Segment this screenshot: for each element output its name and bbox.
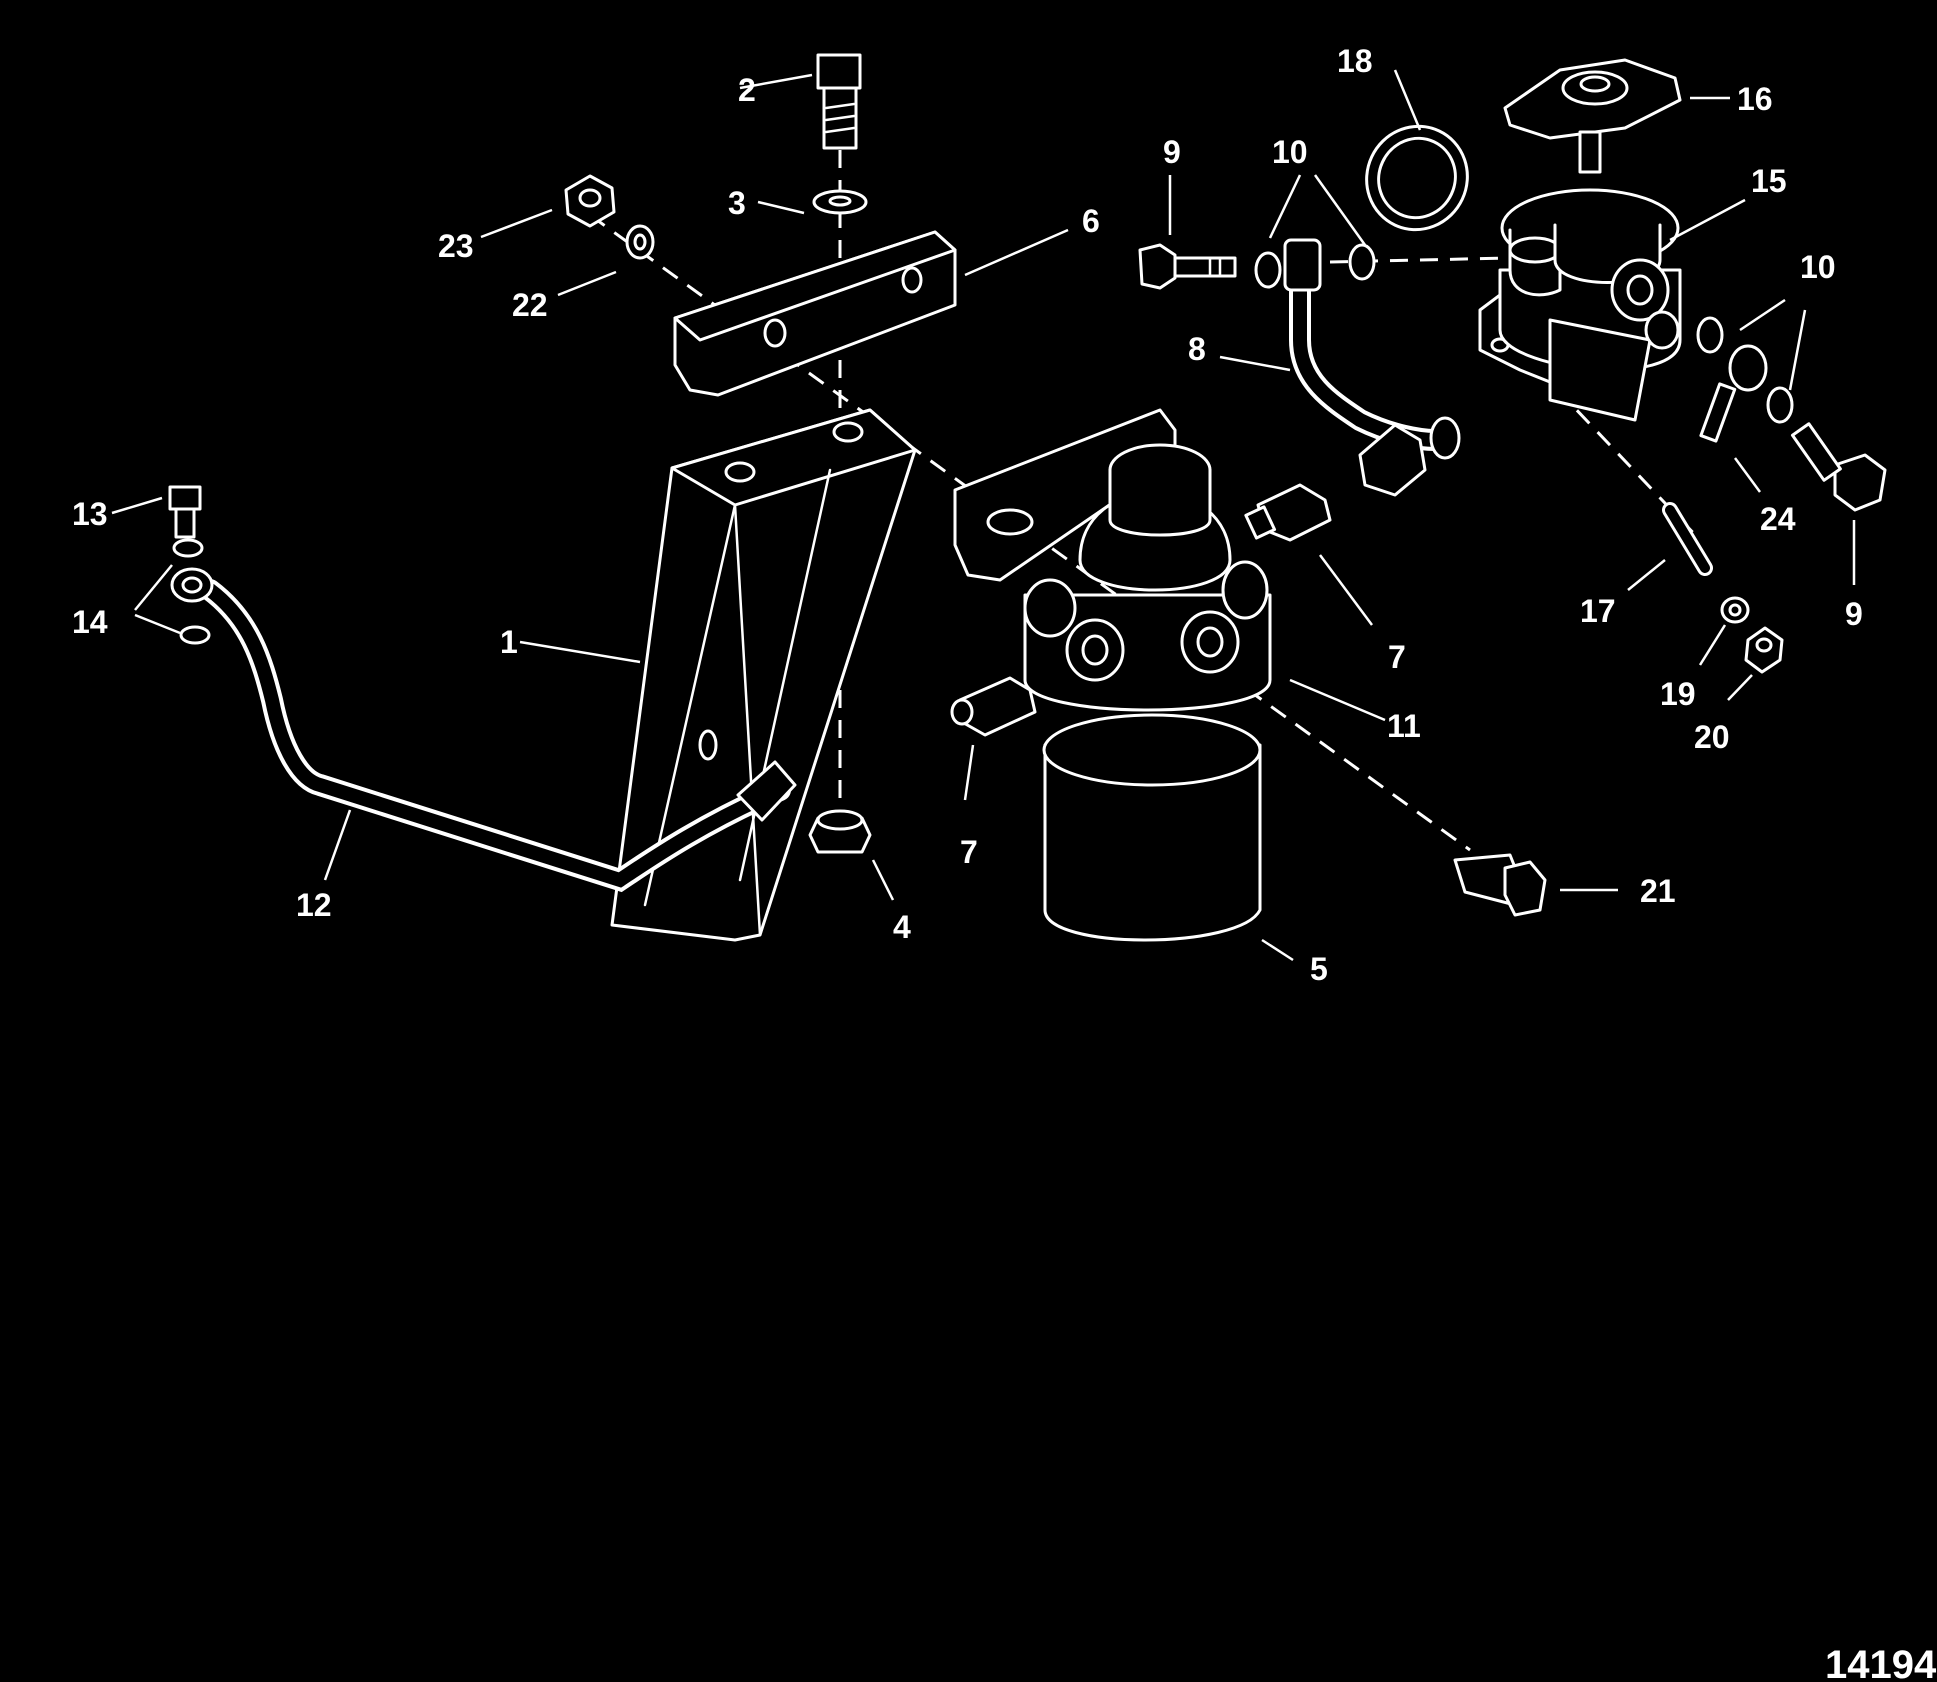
mounting-bracket: [610, 408, 917, 942]
callout-7-upper: 7: [1388, 639, 1406, 675]
callout-5: 5: [1310, 951, 1328, 987]
pump-cover-16: [1503, 58, 1682, 174]
callout-11: 11: [1387, 708, 1421, 744]
callout-24: 24: [1760, 501, 1796, 537]
fuel-line-12: [199, 579, 797, 893]
fitting-7-upper: [1244, 483, 1332, 542]
banjo-bolt-13: [168, 485, 202, 539]
callout-21: 21: [1640, 873, 1676, 909]
washer-3: [812, 189, 868, 215]
bolt-21: [1453, 853, 1547, 917]
callout-1: 1: [500, 624, 518, 660]
callout-2: 2: [738, 72, 756, 108]
washer-22: [625, 224, 655, 260]
figure-number: 14194: [1825, 1643, 1937, 1682]
bolt-2: [816, 53, 862, 150]
callout-20: 20: [1694, 719, 1730, 755]
callout-12: 12: [296, 887, 332, 923]
callout-22: 22: [512, 287, 548, 323]
callout-leaders: [111, 69, 1856, 962]
callouts: 1 2 3 4 5 6 7 7 8 9 9 10 10 11 12 13 14 …: [72, 43, 1863, 987]
nut-20: [1744, 626, 1784, 674]
washers-10: [1254, 243, 1794, 424]
callout-6: 6: [1082, 203, 1100, 239]
fitting-7-lower: [950, 676, 1037, 737]
callout-9-lower: 9: [1845, 596, 1863, 632]
callout-7-lower: 7: [960, 834, 978, 870]
callout-17: 17: [1580, 593, 1616, 629]
callout-3: 3: [728, 185, 746, 221]
callout-10-upper: 10: [1272, 134, 1308, 170]
callout-9-upper: 9: [1163, 134, 1181, 170]
nut-4: [808, 809, 872, 854]
washer-19: [1720, 596, 1750, 624]
stud-17: [1662, 502, 1713, 576]
callout-10-right: 10: [1800, 249, 1836, 285]
washers-14: [170, 538, 214, 645]
upper-bracket: [673, 230, 957, 397]
callout-19: 19: [1660, 676, 1696, 712]
fuel-pump-15: [1478, 188, 1682, 422]
callout-15: 15: [1751, 163, 1787, 199]
fuel-filter-5: [953, 408, 1272, 942]
banjo-bolt-9-right: [1790, 422, 1887, 512]
callout-16: 16: [1737, 81, 1773, 117]
banjo-bolt-9-left: [1138, 243, 1237, 290]
fuel-line-8: [1283, 238, 1461, 497]
callout-8: 8: [1188, 331, 1206, 367]
callout-4: 4: [893, 909, 911, 945]
banjo-fitting-24: [1699, 344, 1768, 443]
nut-23: [564, 174, 616, 228]
callout-13: 13: [72, 496, 108, 532]
callout-18: 18: [1337, 43, 1373, 79]
callout-14: 14: [72, 604, 108, 640]
callout-23: 23: [438, 228, 474, 264]
o-ring-18: [1365, 124, 1469, 232]
